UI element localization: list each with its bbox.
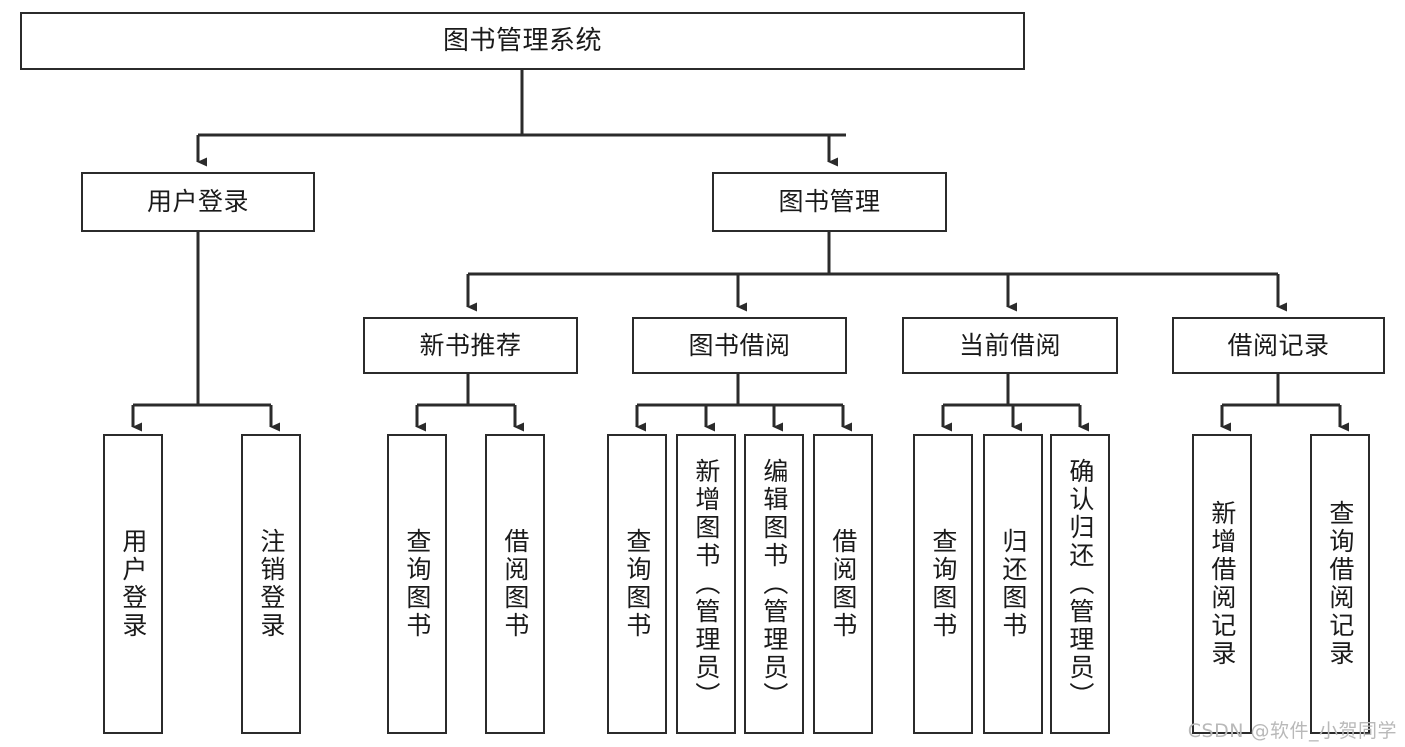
node-leaf-add-book-label: 新增图书（管理员） [691,458,721,710]
node-book-manage[interactable]: 图书管理 [712,172,947,232]
node-leaf-borrow-book-2-label: 借阅图书 [828,528,858,640]
node-leaf-confirm-return-label: 确认归还（管理员） [1065,458,1095,710]
node-root-label: 图书管理系统 [442,25,602,56]
node-leaf-query-book-2-label: 查询图书 [622,528,652,640]
node-leaf-return-book[interactable]: 归还图书 [983,434,1043,734]
node-user-login-label: 用户登录 [146,187,249,217]
node-leaf-query-book-1[interactable]: 查询图书 [387,434,447,734]
node-leaf-borrow-book-1[interactable]: 借阅图书 [485,434,545,734]
node-leaf-query-record[interactable]: 查询借阅记录 [1310,434,1370,734]
node-leaf-query-book-3[interactable]: 查询图书 [913,434,973,734]
node-leaf-edit-book[interactable]: 编辑图书（管理员） [744,434,804,734]
node-leaf-logout-label: 注销登录 [256,528,286,640]
node-book-borrow[interactable]: 图书借阅 [632,317,847,374]
node-borrow-record-label: 借阅记录 [1227,330,1330,360]
node-leaf-borrow-book-2[interactable]: 借阅图书 [813,434,873,734]
node-new-book-rec[interactable]: 新书推荐 [363,317,578,374]
node-book-manage-label: 图书管理 [778,187,881,217]
node-current-borrow[interactable]: 当前借阅 [902,317,1118,374]
node-leaf-borrow-book-1-label: 借阅图书 [500,528,530,640]
node-book-borrow-label: 图书借阅 [688,330,791,360]
node-leaf-edit-book-label: 编辑图书（管理员） [759,458,789,710]
node-user-login[interactable]: 用户登录 [81,172,315,232]
node-leaf-add-book[interactable]: 新增图书（管理员） [676,434,736,734]
node-leaf-query-book-3-label: 查询图书 [928,528,958,640]
node-leaf-user-login-label: 用户登录 [118,528,148,640]
node-leaf-add-record[interactable]: 新增借阅记录 [1192,434,1252,734]
node-leaf-return-book-label: 归还图书 [998,528,1028,640]
node-leaf-add-record-label: 新增借阅记录 [1207,500,1237,668]
node-leaf-query-record-label: 查询借阅记录 [1325,500,1355,668]
node-current-borrow-label: 当前借阅 [958,330,1061,360]
node-borrow-record[interactable]: 借阅记录 [1172,317,1385,374]
node-new-book-rec-label: 新书推荐 [419,330,522,360]
node-leaf-query-book-1-label: 查询图书 [402,528,432,640]
node-leaf-user-login[interactable]: 用户登录 [103,434,163,734]
node-leaf-logout[interactable]: 注销登录 [241,434,301,734]
node-root[interactable]: 图书管理系统 [20,12,1025,70]
node-leaf-query-book-2[interactable]: 查询图书 [607,434,667,734]
node-leaf-confirm-return[interactable]: 确认归还（管理员） [1050,434,1110,734]
